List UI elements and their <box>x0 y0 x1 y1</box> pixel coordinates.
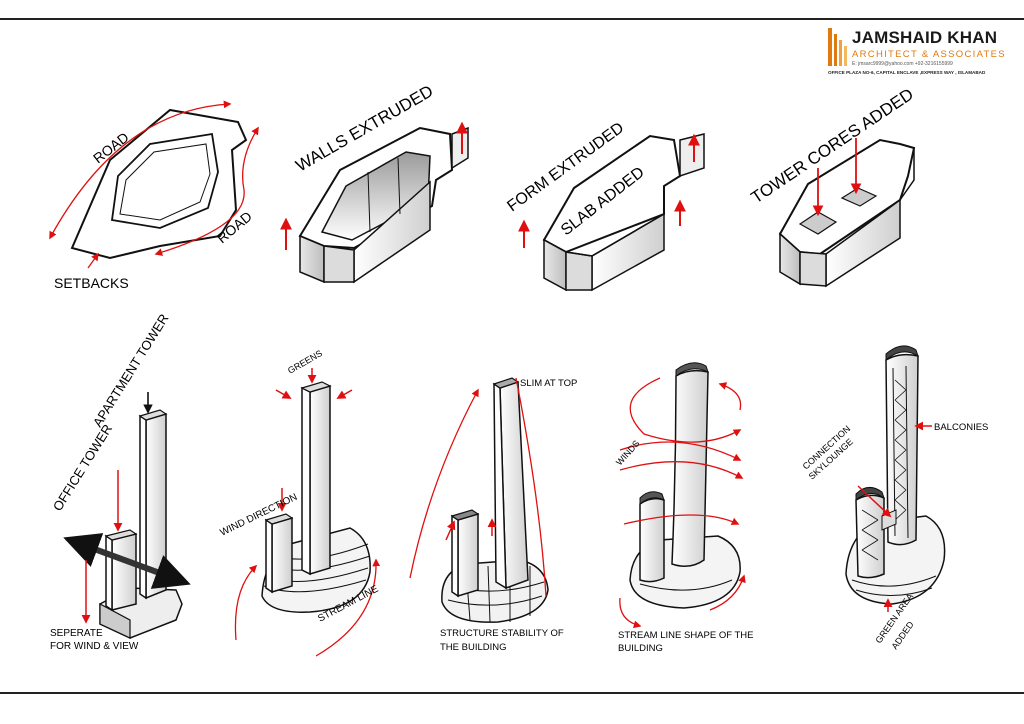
balconies-label: BALCONIES <box>934 422 988 433</box>
tower-wind-direction: GREENS WIND DIRECTION STREAM LINE <box>218 348 381 657</box>
step-walls-extruded: WALLS EXTRUDED <box>280 81 469 284</box>
tower-separate: APARTMENT TOWER OFFICE TOWER SEPERATE FO… <box>50 311 191 652</box>
firm-name: JAMSHAID KHAN <box>852 28 998 47</box>
top-border <box>0 18 1024 20</box>
structure-caption-line1: STRUCTURE STABILITY OF <box>440 628 564 639</box>
tower-balconies: CONNECTION SKYLOUNGE BALCONIES GREEN ARE… <box>801 345 988 651</box>
office-tower-label: OFFICE TOWER <box>50 422 115 514</box>
structure-caption-line2: THE BUILDING <box>440 642 507 653</box>
step-site-plan: ROAD ROAD SETBACKS <box>49 100 259 291</box>
firm-logo-block: JAMSHAID KHAN ARCHITECT & ASSOCIATES E: … <box>828 28 1005 80</box>
setbacks-label: SETBACKS <box>54 275 129 291</box>
streamline-caption-line1: STREAM LINE SHAPE OF THE <box>618 630 754 641</box>
firm-subtitle: ARCHITECT & ASSOCIATES <box>852 49 1006 60</box>
tower-structure-stability: SLIM AT TOP STRUCTURE STABILITY OF THE B… <box>409 377 577 653</box>
firm-address: OFFICE PLAZA NO-6, CAPITAL ENCLAVE ,EXPR… <box>828 70 986 75</box>
separate-caption-line2: FOR WIND & VIEW <box>50 641 139 652</box>
orange-bars-logo-icon <box>828 28 847 66</box>
greens-label: GREENS <box>286 348 324 376</box>
streamline-caption-line2: BUILDING <box>618 643 663 654</box>
step-tower-cores: TOWER CORES ADDED <box>748 85 917 288</box>
tower-streamline-shape: WINDS STREAM LINE SHAPE OF THE BUILDING <box>614 362 754 654</box>
bottom-border <box>0 692 1024 694</box>
winds-label: WINDS <box>614 438 642 467</box>
firm-contact: E: jmsarc9999@yahoo.com +92-3216155999 <box>852 61 953 67</box>
step-form-extruded: FORM EXTRUDED SLAB ADDED <box>504 119 705 292</box>
slim-at-top-label: SLIM AT TOP <box>520 378 577 389</box>
separate-caption-line1: SEPERATE <box>50 628 103 639</box>
